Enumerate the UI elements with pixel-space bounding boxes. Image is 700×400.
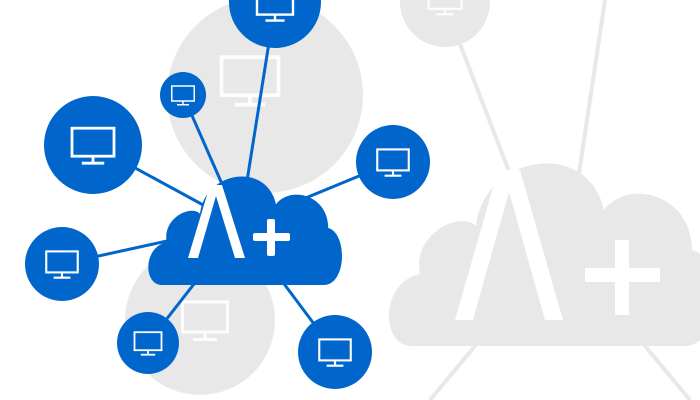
bg-cloud-icon (388, 163, 700, 346)
logo (188, 185, 290, 258)
bg-logo (455, 170, 660, 320)
device-node (44, 96, 142, 194)
device-nodes (25, 0, 430, 389)
cloud-icon (148, 176, 342, 285)
bg-node (400, 0, 490, 47)
device-node (298, 315, 372, 389)
device-node (117, 312, 179, 374)
device-node (229, 0, 321, 48)
device-node (160, 72, 206, 118)
device-node (356, 125, 430, 199)
device-node (25, 227, 99, 301)
